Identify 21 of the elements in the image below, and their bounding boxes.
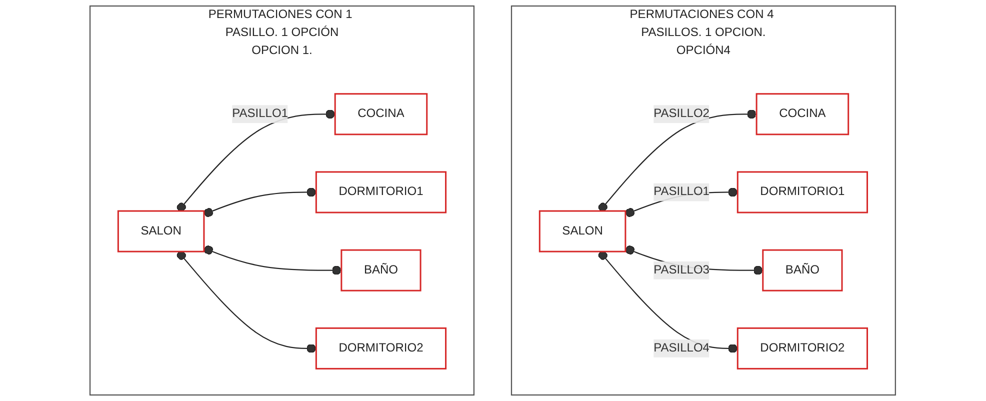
edge-label: PASILLO3 <box>654 264 710 276</box>
edge-label: PASILLO1 <box>654 185 710 198</box>
connector <box>204 245 342 275</box>
connector <box>177 250 316 353</box>
connector <box>177 110 336 212</box>
edge-label: PASILLO4 <box>654 342 710 354</box>
node-box: COCINA <box>334 93 428 136</box>
connector <box>598 110 757 212</box>
node-box: DORMITORIO2 <box>316 327 447 370</box>
connector <box>598 250 738 353</box>
node-box: SALON <box>539 210 626 252</box>
node-box: DORMITORIO2 <box>737 327 868 370</box>
node-box: DORMITORIO1 <box>737 171 868 214</box>
connector <box>204 188 316 218</box>
node-box: DORMITORIO1 <box>316 171 447 214</box>
node-box: SALON <box>118 210 205 252</box>
node-box: COCINA <box>756 93 850 136</box>
edge-label: PASILLO1 <box>232 107 288 120</box>
edge-label: PASILLO2 <box>654 107 710 120</box>
node-box: BAÑO <box>762 249 844 292</box>
node-box: BAÑO <box>340 249 422 292</box>
